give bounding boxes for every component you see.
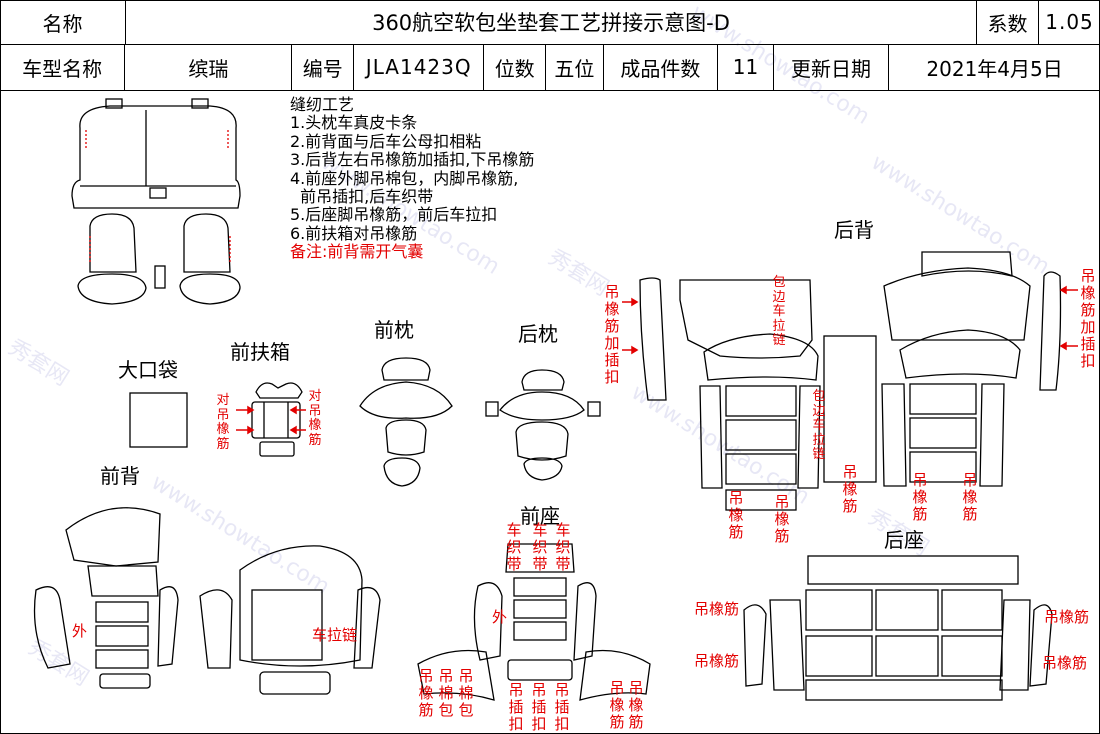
sewing-notes: 缝纫工艺 1.头枕车真皮卡条 2.前背面与后车公母扣相粘 3.后背左右吊橡筋加插… xyxy=(290,95,535,262)
page-title: 360航空软包坐垫套工艺拼接示意图-D xyxy=(126,0,977,44)
section-rear-headrest: 后枕 xyxy=(518,322,558,346)
annotation-rb-binding-top: 包边车拉链 xyxy=(772,275,786,348)
annotation-fs-webbing: 车织带 xyxy=(506,521,522,573)
seats-value: 五位 xyxy=(546,44,604,90)
front-seat-pieces xyxy=(417,543,651,701)
note-item: 1.头枕车真皮卡条 xyxy=(290,113,418,133)
notes-remark: 备注:前背需开气囊 xyxy=(290,242,424,262)
front-armrest-pieces xyxy=(251,382,303,457)
annotation-fb-zipper: 车拉链 xyxy=(312,626,358,644)
header-row-1: 名称 360航空软包坐垫套工艺拼接示意图-D 系数 1.05 xyxy=(0,0,1100,45)
seats-label: 位数 xyxy=(484,44,547,90)
note-item: 6.前扶箱对吊橡筋 xyxy=(290,223,418,243)
annotation-rs-left: 吊橡筋 xyxy=(694,600,740,618)
note-item: 3.后背左右吊橡筋加插扣,下吊橡筋 xyxy=(290,150,535,170)
name-label: 名称 xyxy=(0,0,126,44)
model-label: 车型名称 xyxy=(0,44,126,90)
rear-back-pieces xyxy=(639,251,1062,511)
front-back-pieces xyxy=(33,507,381,695)
annotation-fb-outer: 外 xyxy=(72,622,88,640)
annotation-fs-clip: 吊插扣 xyxy=(554,681,570,733)
annotation-arrows xyxy=(236,285,1078,435)
front-headrest-pieces xyxy=(359,357,453,487)
note-item: 5.后座脚吊橡筋，前后车拉扣 xyxy=(290,205,498,225)
annotation-fs-outer: 外 xyxy=(492,608,508,626)
code-value: JLA1423Q xyxy=(354,44,485,90)
section-front-back: 前背 xyxy=(100,464,140,488)
rear-seat-pieces xyxy=(743,555,1053,701)
note-item: 4.前座外脚吊棉包，内脚吊橡筋, xyxy=(290,168,519,188)
big-pocket-piece xyxy=(129,392,188,448)
annotation-fs-elastic: 吊橡筋 xyxy=(609,679,625,731)
coef-label: 系数 xyxy=(977,0,1039,44)
annotation-fs-cotton: 吊棉包 xyxy=(458,667,474,719)
annotation-rb-binding-mid: 包边车拉链 xyxy=(812,389,826,462)
section-big-pocket: 大口袋 xyxy=(118,358,178,382)
annotation-rb-elastic: 吊橡筋 xyxy=(728,489,744,541)
annotation-fs-elastic: 吊橡筋 xyxy=(418,667,434,719)
section-front-seat: 前座 xyxy=(520,504,560,528)
section-rear-seat: 后座 xyxy=(884,528,924,552)
annotation-rb-right: 吊橡筋加插扣 xyxy=(1080,267,1096,370)
annotation-fs-webbing: 车织带 xyxy=(532,521,548,573)
annotation-rb-left: 吊橡筋加插扣 xyxy=(604,283,620,386)
annotation-fs-elastic: 吊橡筋 xyxy=(628,679,644,731)
annotation-armrest-left: 对吊橡筋 xyxy=(216,393,230,452)
date-value: 2021年4月5日 xyxy=(926,56,1063,81)
annotation-rs-left: 吊橡筋 xyxy=(694,652,740,670)
section-front-headrest: 前枕 xyxy=(374,318,414,342)
annotation-rs-right: 吊橡筋 xyxy=(1044,608,1090,626)
annotation-rb-elastic: 吊橡筋 xyxy=(842,463,858,515)
section-rear-back: 后背 xyxy=(834,218,874,242)
note-item: 2.前背面与后车公母扣相粘 xyxy=(290,131,482,151)
annotation-rb-elastic: 吊橡筋 xyxy=(912,471,928,523)
seat-overview-drawing xyxy=(71,98,241,305)
code-label: 编号 xyxy=(292,44,355,90)
date-label: 更新日期 xyxy=(774,44,890,90)
notes-title: 缝纫工艺 xyxy=(290,95,355,114)
model-value: 缤瑞 xyxy=(125,44,293,90)
annotation-rb-elastic: 吊橡筋 xyxy=(774,493,790,545)
annotation-fs-webbing: 车织带 xyxy=(555,521,571,573)
section-front-armrest: 前扶箱 xyxy=(230,340,290,364)
annotation-rb-elastic: 吊橡筋 xyxy=(962,471,978,523)
rear-headrest-pieces xyxy=(485,369,601,481)
coef-value: 1.05 xyxy=(1045,10,1094,34)
annotation-rs-right: 吊橡筋 xyxy=(1042,654,1088,672)
annotation-fs-cotton: 吊棉包 xyxy=(438,667,454,719)
pieces-label: 成品件数 xyxy=(604,44,719,90)
pieces-value: 11 xyxy=(718,44,774,90)
annotation-armrest-right: 对吊橡筋 xyxy=(308,389,322,448)
header-row-2: 车型名称 缤瑞 编号 JLA1423Q 位数 五位 成品件数 11 更新日期 2… xyxy=(0,44,1100,91)
annotation-fs-clip: 吊插扣 xyxy=(508,681,524,733)
annotation-fs-clip: 吊插扣 xyxy=(531,681,547,733)
note-item: 前吊插扣,后车织带 xyxy=(290,187,434,207)
